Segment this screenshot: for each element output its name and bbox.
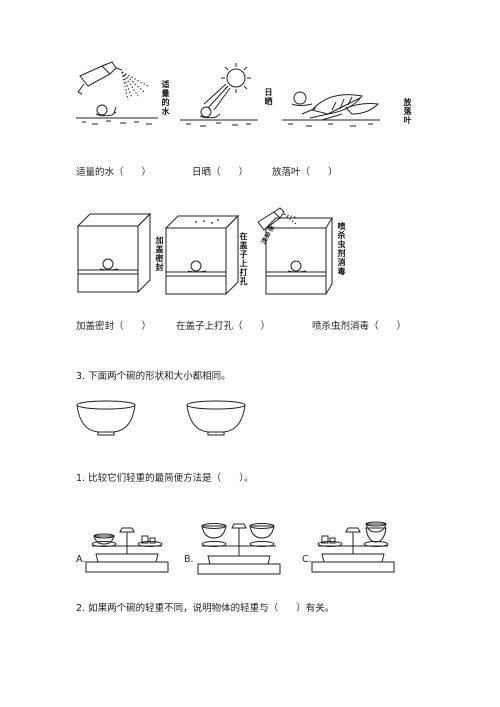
question-2: 2. 如果两个碗的轻重不同，说明物体的轻重与（ ）有关。	[76, 603, 335, 614]
scale-option-b	[197, 523, 281, 575]
caption-leaves: 放落叶（ ）	[272, 167, 338, 178]
scale-option-a	[85, 527, 169, 573]
row2-side-label-1: 加盖密封	[155, 236, 164, 272]
caption-holes: 在盖子上打孔（ ）	[176, 321, 271, 332]
spray-box-picture	[257, 207, 333, 295]
row1-side-label-1: 适量的水	[161, 80, 170, 116]
watering-snail-picture	[76, 61, 158, 125]
option-b-label[interactable]: B.	[184, 554, 194, 565]
row2-side-label-3: 喷杀虫剂消毒	[337, 222, 346, 276]
leaves-snail-picture	[282, 91, 380, 127]
option-c-label[interactable]: C.	[302, 554, 312, 565]
option-a-label[interactable]: A.	[76, 554, 86, 565]
row2-side-label-2: 在盖子上打孔	[239, 232, 248, 286]
scale-option-c	[311, 521, 395, 573]
sun-snail-picture	[180, 63, 258, 127]
caption-water: 适量的水（ ）	[76, 167, 152, 178]
section3-heading: 3. 下面两个碗的形状和大小都相同。	[76, 371, 231, 382]
question-1: 1. 比较它们轻重的最简便方法是（ ）。	[76, 473, 254, 484]
sealed-box-picture	[76, 212, 152, 293]
caption-spray: 喷杀虫剂消毒（ ）	[312, 321, 407, 332]
caption-sealed: 加盖密封（ ）	[76, 321, 152, 332]
bowl-right-picture	[186, 400, 246, 436]
holed-lid-box-picture	[164, 214, 240, 295]
bowl-left-picture	[76, 400, 136, 436]
caption-sun: 日晒（ ）	[192, 167, 249, 178]
row1-side-label-2: 日晒	[264, 88, 273, 106]
row1-side-label-3: 放落叶	[403, 98, 412, 125]
